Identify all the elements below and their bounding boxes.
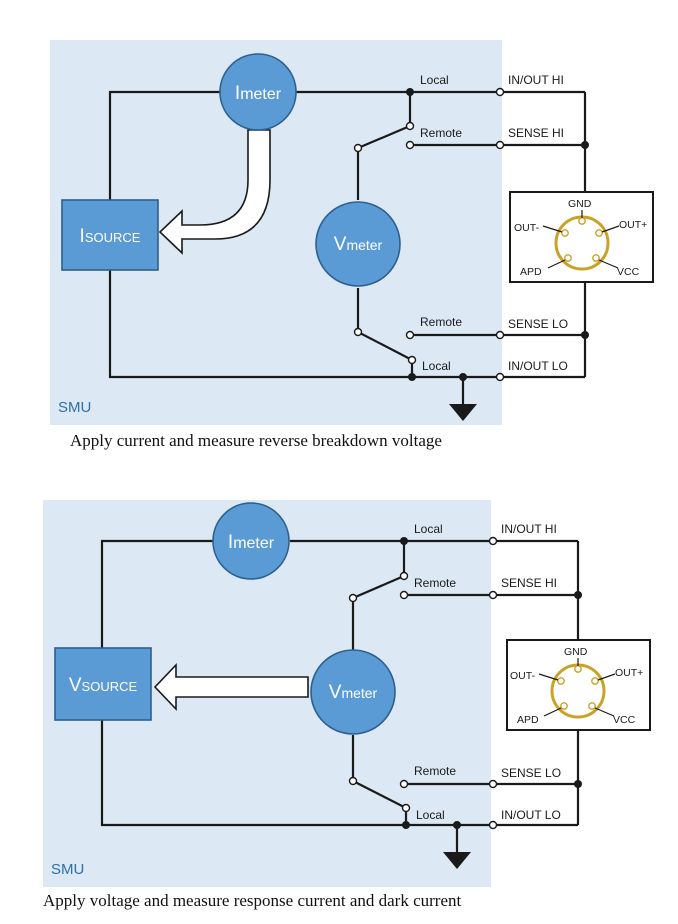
label-sense-lo: SENSE LO	[501, 766, 561, 780]
panel-current-source: Imeter Vmeter ISOURCE Local Remote Remot…	[50, 40, 654, 450]
vmeter-main: V	[329, 682, 342, 703]
vmeter: Vmeter	[315, 201, 401, 287]
vsource: VSOURCE	[54, 647, 152, 721]
imeter-sub: meter	[233, 535, 275, 552]
imeter-main: I	[228, 532, 233, 553]
junction-nodes	[406, 88, 589, 381]
caption: Apply voltage and measure response curre…	[43, 891, 462, 910]
label-local-top: Local	[420, 73, 449, 87]
smu-label: SMU	[51, 861, 84, 878]
label-sense-lo: SENSE LO	[508, 317, 568, 331]
label-sense-hi: SENSE HI	[508, 126, 564, 140]
ground-icon	[449, 404, 477, 421]
ground-icon	[443, 852, 471, 869]
pin-out-plus: OUT+	[615, 667, 643, 679]
isource: ISOURCE	[61, 199, 159, 271]
label-sense-hi: SENSE HI	[501, 576, 557, 590]
imeter: Imeter	[219, 53, 297, 131]
junction-nodes	[400, 537, 582, 829]
vsource-main: V	[69, 675, 82, 696]
pin-apd: APD	[520, 266, 542, 278]
imeter: Imeter	[212, 502, 290, 580]
apd-device: GND OUT- OUT+ APD VCC	[509, 191, 654, 283]
isource-main: I	[80, 226, 85, 247]
label-remote-bottom: Remote	[414, 764, 456, 778]
vmeter-sub: meter	[346, 237, 382, 253]
wires	[100, 539, 580, 852]
label-remote-top: Remote	[414, 576, 456, 590]
svg-text:VSOURCE: VSOURCE	[69, 675, 138, 696]
terminal-circles	[348, 536, 498, 830]
smu-label: SMU	[58, 399, 91, 416]
svg-text:Imeter: Imeter	[235, 83, 282, 104]
pin-gnd: GND	[568, 198, 592, 210]
label-in-out-hi: IN/OUT HI	[508, 73, 564, 87]
pin-gnd: GND	[564, 646, 588, 658]
feedback-arrow	[153, 663, 309, 711]
isource-sub: SOURCE	[85, 230, 141, 245]
imeter-main: I	[235, 83, 240, 104]
label-remote-top: Remote	[420, 126, 462, 140]
label-local-bottom: Local	[416, 808, 445, 822]
feedback-arrow	[158, 129, 271, 255]
pin-apd: APD	[517, 714, 539, 726]
label-in-out-lo: IN/OUT LO	[501, 808, 561, 822]
wires	[108, 90, 587, 404]
svg-text:ISOURCE: ISOURCE	[80, 226, 141, 247]
svg-text:Imeter: Imeter	[228, 532, 275, 553]
label-local-bottom: Local	[422, 359, 451, 373]
vmeter-sub: meter	[341, 685, 377, 701]
pin-out-minus: OUT-	[514, 222, 540, 234]
vsource-sub: SOURCE	[82, 679, 138, 694]
label-in-out-lo: IN/OUT LO	[508, 359, 568, 373]
imeter-sub: meter	[240, 86, 282, 103]
caption: Apply current and measure reverse breakd…	[70, 431, 442, 450]
pin-vcc: VCC	[613, 714, 636, 726]
label-local-top: Local	[414, 522, 443, 536]
pin-out-plus: OUT+	[619, 219, 647, 231]
svg-text:Vmeter: Vmeter	[329, 682, 378, 703]
vmeter: Vmeter	[310, 649, 396, 735]
panel-voltage-source: Imeter Vmeter VSOURCE Local Remote Remot…	[43, 500, 651, 910]
label-in-out-hi: IN/OUT HI	[501, 522, 557, 536]
label-remote-bottom: Remote	[420, 315, 462, 329]
pin-out-minus: OUT-	[510, 670, 536, 682]
pin-vcc: VCC	[617, 266, 640, 278]
apd-device: GND OUT- OUT+ APD VCC	[506, 639, 651, 731]
vmeter-main: V	[334, 234, 347, 255]
terminal-circles	[353, 87, 505, 382]
svg-text:Vmeter: Vmeter	[334, 234, 383, 255]
